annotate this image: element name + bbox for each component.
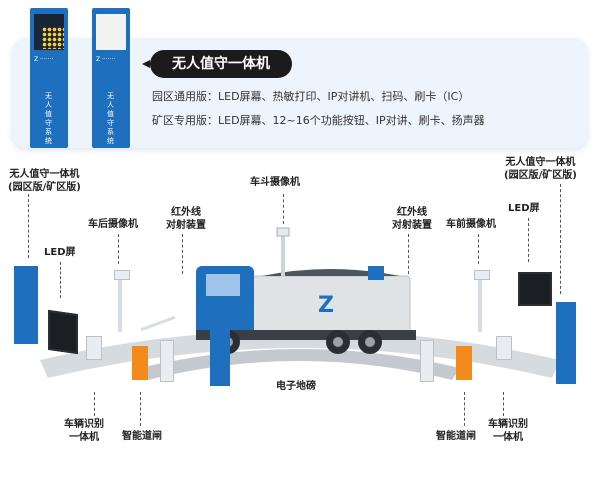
leader-kiosk-right xyxy=(560,184,561,294)
label-led-right: LED屏 xyxy=(508,203,540,214)
kiosk-left-icon xyxy=(14,266,38,344)
label-gate-right: 智能道闸 xyxy=(436,431,476,442)
gate-left-icon xyxy=(132,346,148,380)
ir-left-post-icon xyxy=(160,340,174,382)
ir-right-post-icon-2 xyxy=(368,266,384,280)
leader-ir-left xyxy=(182,234,183,274)
spec-park: 园区通用版：LED屏幕、热敏打印、IP对讲机、扫码、刷卡（IC） xyxy=(152,90,470,103)
leader-rear-camera xyxy=(118,234,119,264)
truck-icon: Z xyxy=(196,266,416,354)
leader-front-camera xyxy=(478,234,479,264)
gate-right-icon xyxy=(456,346,472,380)
label-kiosk-right: 无人值守一体机(园区版/矿区版) xyxy=(504,157,577,181)
label-lpr-left: 车辆识别一体机 xyxy=(64,419,104,443)
label-led-left: LED屏 xyxy=(44,247,76,258)
ir-right-post-icon xyxy=(420,340,434,382)
label-kiosk-left: 无人值守一体机(园区版/矿区版) xyxy=(8,169,81,193)
kiosk-right-icon xyxy=(556,302,576,384)
label-lpr-right: 车辆识别一体机 xyxy=(488,419,528,443)
kiosk-illustration-1: Z ······· 无人值守系统 xyxy=(30,8,68,148)
svg-text:Z: Z xyxy=(318,293,334,318)
panel-title: 无人值守一体机 xyxy=(142,50,292,78)
label-rear-camera: 车后摄像机 xyxy=(88,219,138,230)
label-ir-left: 红外线对射装置 xyxy=(166,207,206,231)
kiosk-illustration-2: Z ······· 无人值守系统 xyxy=(92,8,130,148)
led-screen-left-icon xyxy=(48,309,78,355)
leader-lpr-left xyxy=(94,392,95,416)
rear-camera-icon xyxy=(114,270,130,280)
lpr-right-icon xyxy=(496,336,512,360)
label-gate-left: 智能道闸 xyxy=(122,431,162,442)
leader-led-left xyxy=(60,262,61,298)
leader-led-right xyxy=(528,218,529,262)
label-scale: 电子地磅 xyxy=(276,381,316,392)
label-bucket-camera: 车斗摄像机 xyxy=(250,177,300,188)
leader-kiosk-left xyxy=(28,194,29,258)
rear-camera-pole xyxy=(118,272,122,332)
leader-lpr-right xyxy=(503,392,504,416)
leader-gate-right xyxy=(464,392,465,426)
front-camera-pole xyxy=(478,272,482,332)
leader-gate-left xyxy=(140,392,141,426)
label-ir-right: 红外线对射装置 xyxy=(392,207,432,231)
lpr-left-icon xyxy=(86,336,102,360)
front-camera-icon xyxy=(474,270,490,280)
ir-left-post-icon-2 xyxy=(210,330,230,386)
spec-mine: 矿区专用版：LED屏幕、12~16个功能按钮、IP对讲、刷卡、扬声器 xyxy=(152,114,485,127)
leader-bucket-camera xyxy=(283,194,284,224)
label-front-camera: 车前摄像机 xyxy=(446,219,496,230)
leader-ir-right xyxy=(408,234,409,274)
led-screen-right-icon xyxy=(518,272,552,306)
